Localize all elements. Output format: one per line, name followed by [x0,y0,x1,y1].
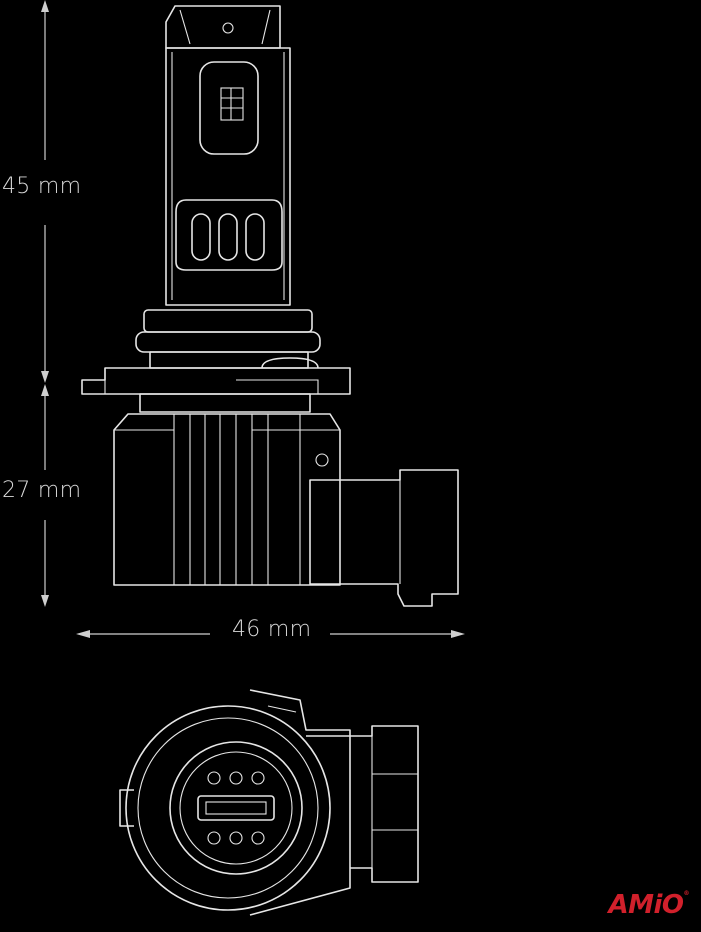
bulb-rear-view [119,689,419,916]
brand-logo-text: AMiO [608,890,684,920]
brand-registered-mark: ® [683,890,690,897]
height-bottom-label: 27 mm [2,478,82,503]
height-top-label: 45 mm [2,174,82,199]
dimension-width [76,630,465,638]
width-label: 46 mm [226,617,318,642]
dimension-height-top [41,0,49,383]
bulb-side-view [81,5,459,607]
brand-logo: AMiO® [608,890,689,920]
dimension-height-bottom [41,384,49,607]
